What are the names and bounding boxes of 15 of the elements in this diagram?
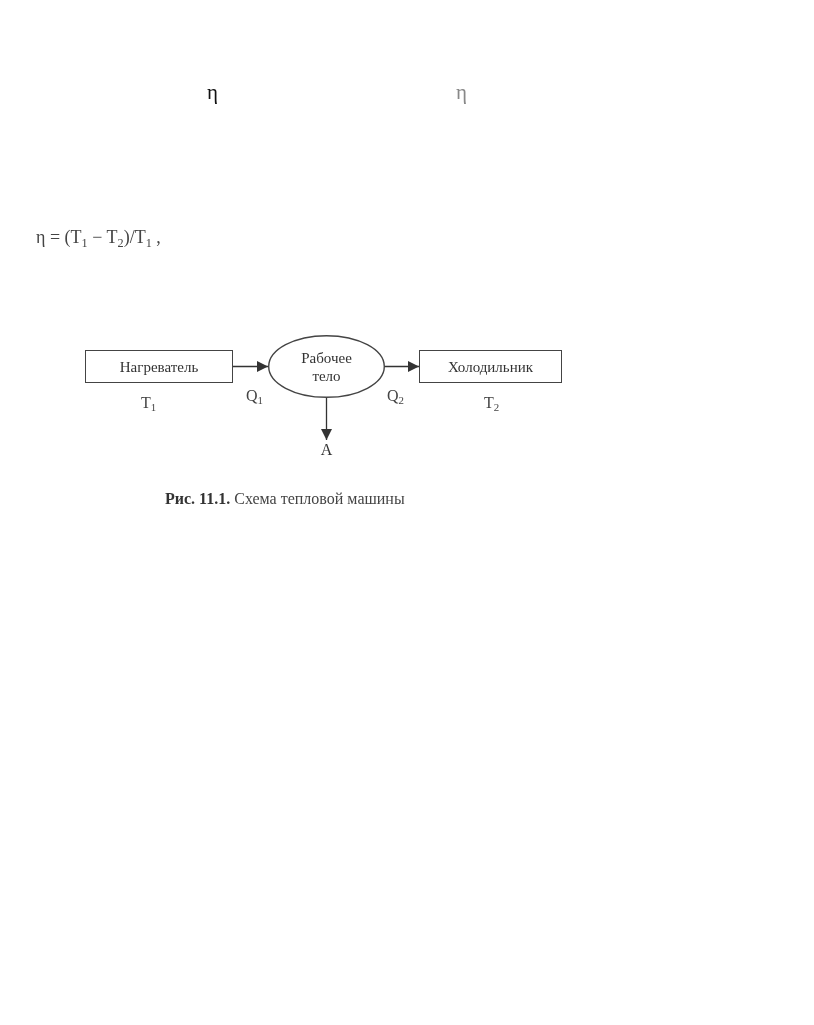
ellipse-node: Рабочее тело (268, 335, 385, 398)
arrow (384, 361, 420, 372)
edge-label: Q$_{1}$ (246, 387, 263, 406)
arrow (321, 397, 332, 441)
edge-label: Q$_{2}$ (387, 387, 404, 406)
formula: η = (T$_{1}$ − T$_{2}$)/T$_{1}$ , (36, 227, 161, 248)
node-label: A (316, 440, 337, 460)
temperature-label: T$_{1}$ (141, 394, 157, 413)
process-box: Холодильник (419, 350, 562, 383)
process-box: Нагреватель (85, 350, 233, 383)
greek-letter: η (207, 80, 218, 105)
greek-letter: η (456, 80, 467, 105)
arrow (232, 361, 269, 372)
temperature-label: T$_{2}$ (484, 394, 500, 413)
figure-caption: Рис. 11.1. Схема тепловой машины (165, 489, 405, 509)
